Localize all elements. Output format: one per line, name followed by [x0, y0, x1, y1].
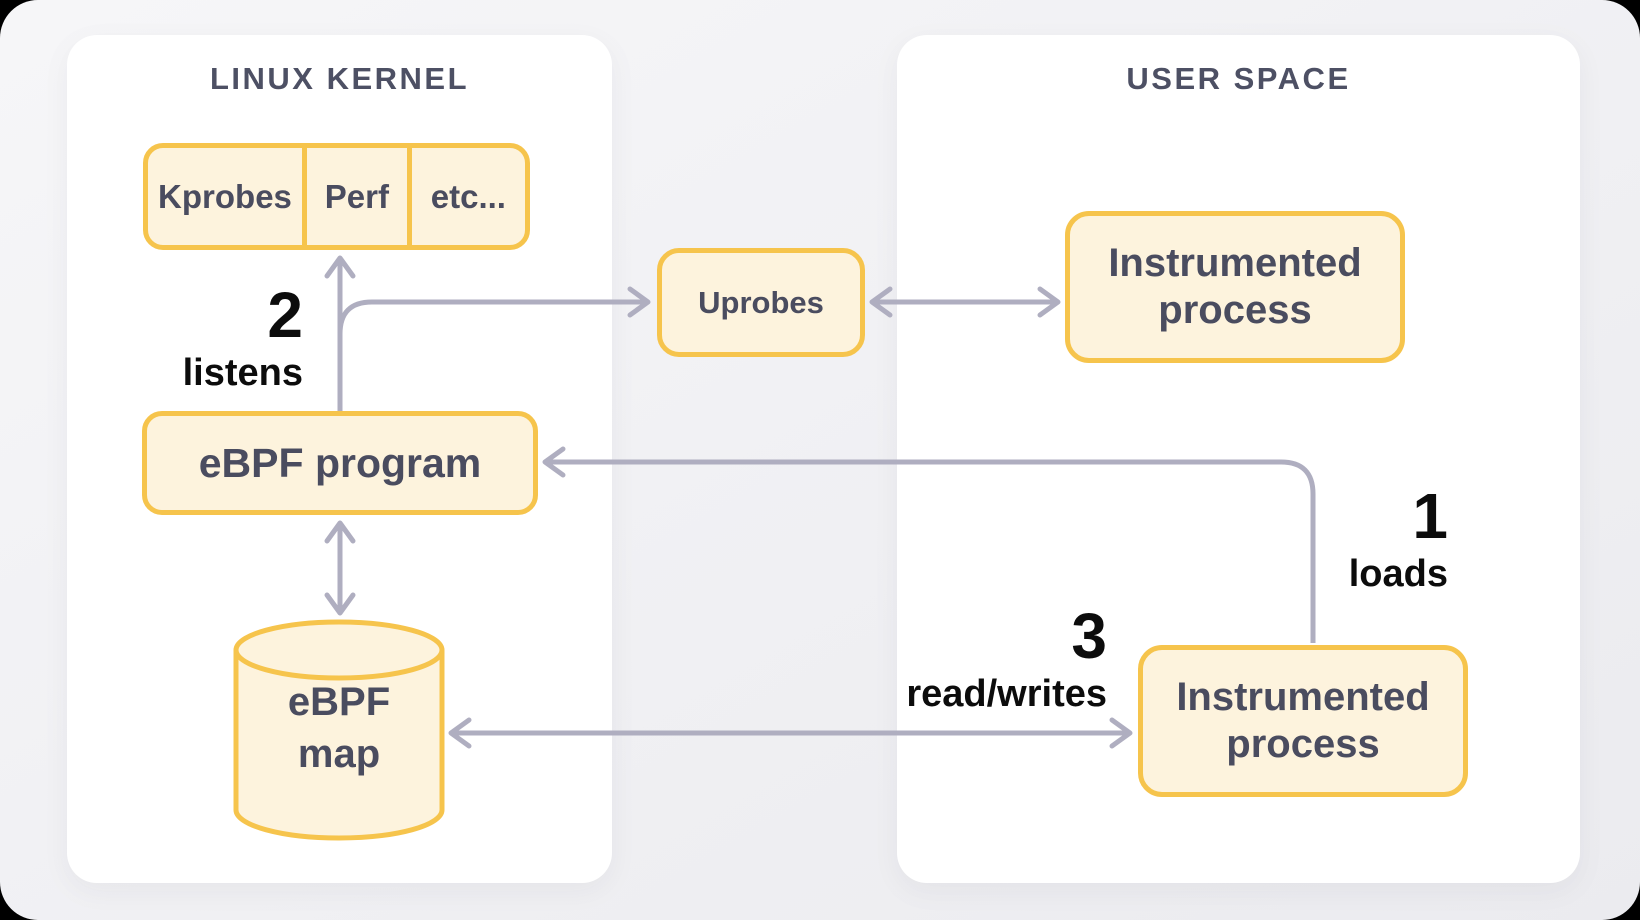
- arrow-program-to-uprobes: [337, 286, 651, 335]
- arrow-loads-instrumented-to-program: [542, 446, 1316, 643]
- step-1-label: loads: [1348, 553, 1448, 595]
- probe-sources-row: Kprobes Perf etc...: [143, 143, 530, 250]
- step-1-number: 1: [1412, 480, 1448, 552]
- instrumented-process-top-node: Instrumented process: [1065, 211, 1405, 363]
- etc-cell: etc...: [430, 177, 506, 215]
- instrumented-process-bottom-node: Instrumented process: [1138, 645, 1468, 797]
- perf-cell: Perf: [301, 148, 412, 245]
- ebpf-map-label: eBPF map: [287, 680, 391, 776]
- step-3-readwrites-annotation: 3 read/writes: [906, 604, 1107, 718]
- kprobes-cell: Kprobes: [158, 177, 292, 215]
- ebpf-program-node: eBPF program: [142, 411, 538, 515]
- step-1-loads-annotation: 1 loads: [1349, 484, 1448, 598]
- step-3-label: read/writes: [906, 673, 1107, 715]
- user-space-title: USER SPACE: [1126, 61, 1351, 96]
- step-2-label: listens: [182, 352, 303, 394]
- ebpf-map-cylinder-shape: [233, 619, 445, 841]
- linux-kernel-title: LINUX KERNEL: [209, 61, 470, 96]
- uprobes-node: Uprobes: [657, 248, 865, 357]
- step-3-number: 3: [1071, 600, 1107, 672]
- step-2-listens-annotation: 2 listens: [183, 283, 303, 397]
- step-2-number: 2: [267, 279, 303, 351]
